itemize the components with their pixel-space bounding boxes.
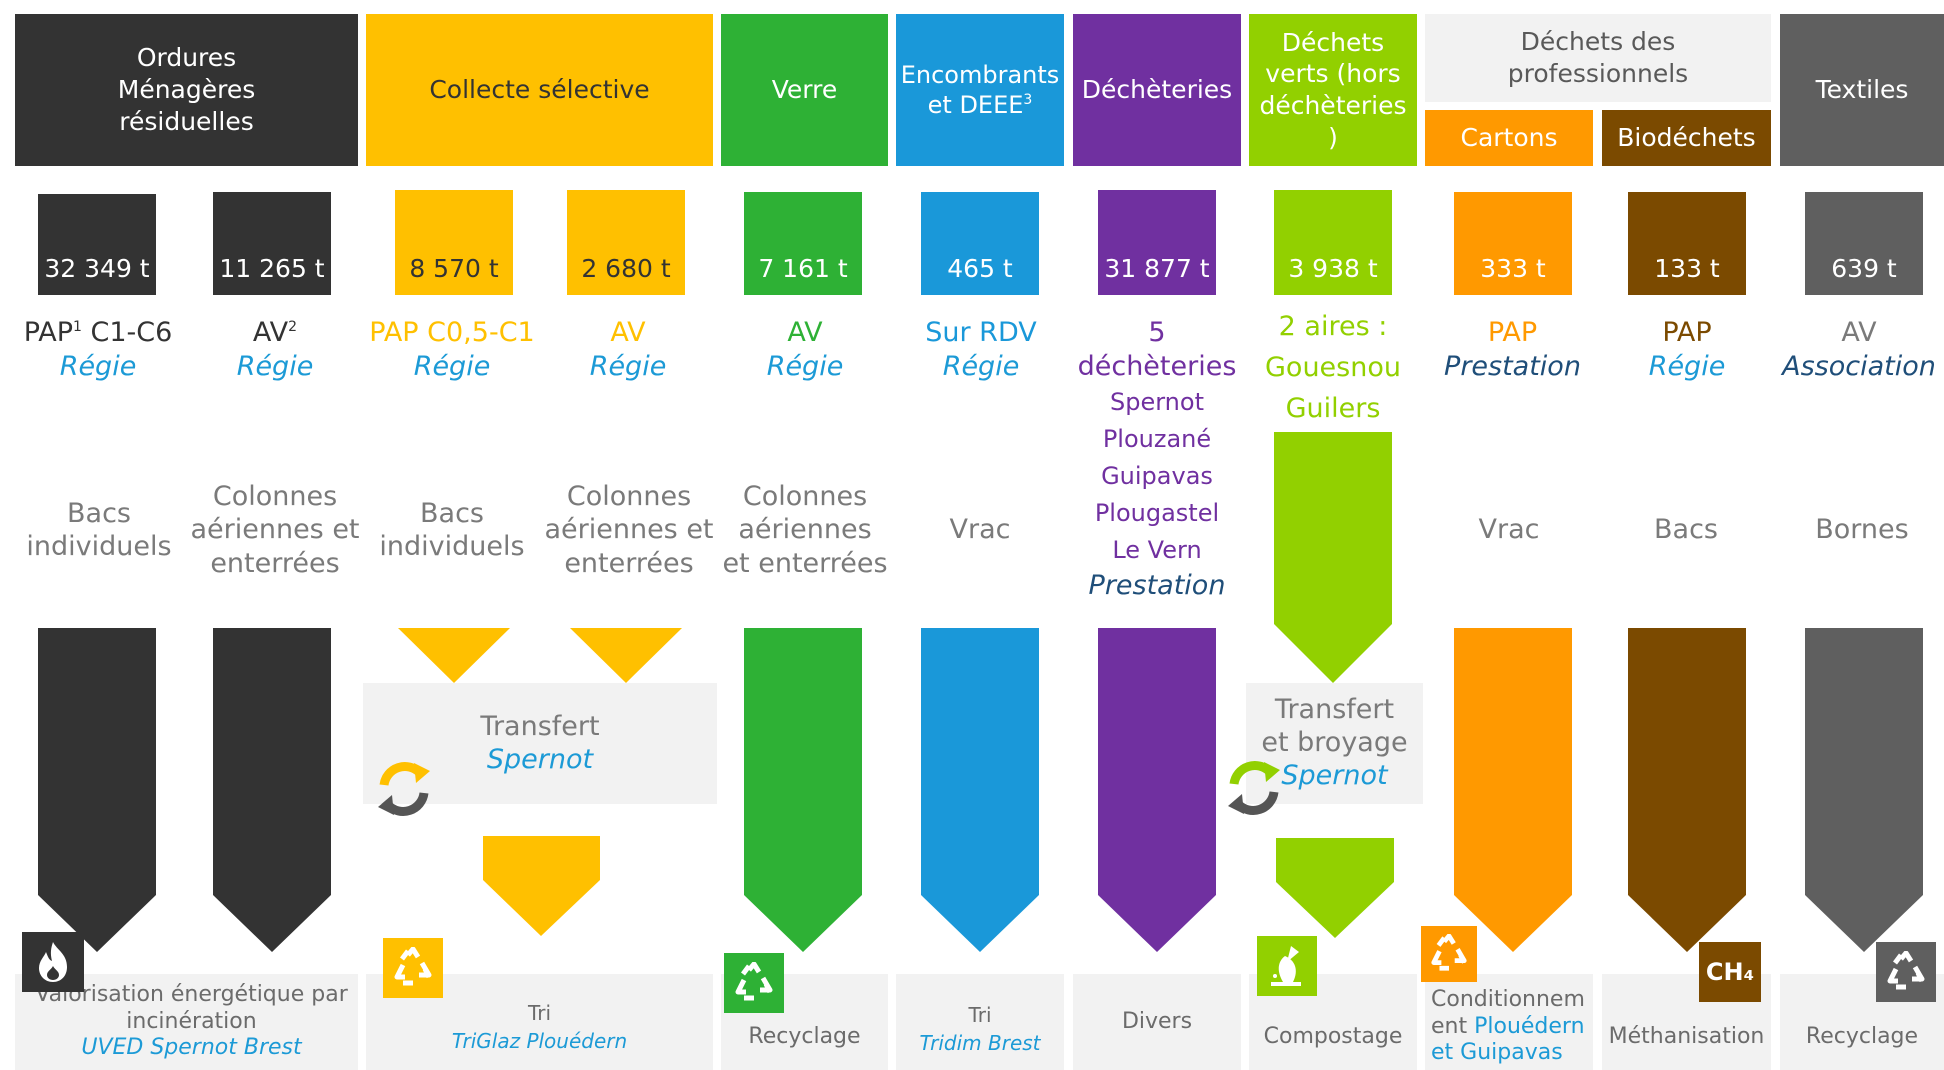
operator-textiles: Association	[1782, 350, 1936, 382]
arrow-decheteries	[1098, 628, 1216, 952]
container-biodechets: Bacs	[1654, 514, 1718, 546]
operator-cartons: Prestation	[1444, 350, 1581, 382]
header-cartons: Cartons	[1425, 110, 1593, 166]
destination-dechets-verts: Compostage	[1249, 974, 1417, 1070]
mode-cs-pap: PAP C0,5-C1 Régie	[362, 316, 542, 384]
header-collecte-label: Collecte sélective	[429, 75, 650, 105]
header-cartons-label: Cartons	[1460, 123, 1558, 153]
destination-omr: Valorisation énergétique par incinératio…	[15, 974, 358, 1070]
arrow-biodechets	[1628, 628, 1746, 952]
tonnage-cs-pap: 8 570 t	[395, 190, 513, 295]
arrow-verre	[744, 628, 862, 952]
tonnage-textiles: 639 t	[1805, 192, 1923, 295]
header-biodechets-label: Biodéchets	[1617, 123, 1756, 153]
header-biodechets: Biodéchets	[1602, 110, 1771, 166]
header-encombrants-label: Encombrants et DEEE	[900, 60, 1060, 119]
header-omr-label: Ordures Ménagères résiduelles	[117, 43, 256, 136]
ch4-label: CH₄	[1705, 958, 1755, 986]
transfer-dechets-verts: Transfert et broyage Spernot	[1246, 683, 1423, 804]
container-cs-pap: Bacs individuels	[379, 497, 525, 562]
tonnage-cs-av: 2 680 t	[567, 190, 685, 295]
container-verre: Colonnes aériennes et enterrées	[722, 480, 888, 579]
mode-textiles: AV Association	[1774, 316, 1944, 384]
arrow-textiles	[1805, 628, 1923, 952]
header-decheteries-label: Déchèteries	[1081, 75, 1233, 105]
destination-cartons: Conditionnem ent Plouédern et Guipavas	[1425, 974, 1593, 1070]
operator-cs-av: Régie	[589, 350, 667, 382]
container-encombrants: Vrac	[949, 514, 1011, 546]
recycle-icon	[383, 938, 443, 998]
tonnage-omr-pap: 32 349 t	[38, 194, 156, 295]
mode-dechets-verts: 2 aires : Gouesnou Guilers	[1265, 311, 1401, 424]
mode-omr-pap: PAP1 C1-C6 Régie	[8, 316, 188, 384]
compost-icon	[1257, 936, 1317, 996]
operator-omr-pap: Régie	[59, 350, 137, 382]
operator-omr-av: Régie	[236, 350, 314, 382]
header-omr: Ordures Ménagères résiduelles	[15, 14, 358, 166]
arrow-encombrants	[921, 628, 1039, 952]
recycle-icon	[1421, 926, 1477, 982]
arrow-cartons	[1454, 628, 1572, 952]
header-decheteries: Déchèteries	[1073, 14, 1241, 166]
site-le-vern: Le Vern	[1112, 535, 1202, 564]
container-cs-av: Colonnes aériennes et enterrées	[544, 480, 714, 579]
header-collecte-selective: Collecte sélective	[366, 14, 713, 166]
arrow-cs-av-top	[570, 628, 682, 683]
fire-icon	[22, 932, 84, 992]
mode-biodechets: PAP Régie	[1597, 316, 1777, 384]
ch4-badge: CH₄	[1699, 942, 1761, 1002]
destination-encombrants: Tri Tridim Brest	[896, 974, 1064, 1070]
recycle-icon	[1876, 942, 1936, 1002]
refresh-cycle-icon	[1222, 756, 1286, 820]
site-spernot: Spernot	[1110, 387, 1204, 416]
arrow-omr-av	[213, 628, 331, 952]
arrow-cs-pap-top	[398, 628, 510, 683]
operator-decheteries: Prestation	[1088, 569, 1226, 601]
arrow-omr-pap	[38, 628, 156, 952]
mode-encombrants: Sur RDV Régie	[891, 316, 1071, 384]
site-plougastel: Plougastel	[1094, 498, 1220, 527]
tonnage-encombrants: 465 t	[921, 192, 1039, 295]
tonnage-dechets-verts: 3 938 t	[1274, 190, 1392, 295]
header-encombrants: Encombrants et DEEE3	[896, 14, 1064, 166]
arrow-cs-bottom	[483, 836, 600, 936]
footnote-3: 3	[1023, 92, 1033, 108]
arrow-dechets-verts-bottom	[1276, 838, 1394, 938]
operator-encombrants: Régie	[942, 350, 1020, 382]
mode-omr-av: AV2 Régie	[185, 316, 365, 384]
tonnage-verre: 7 161 t	[744, 192, 862, 295]
refresh-cycle-icon	[372, 757, 436, 821]
mode-decheteries: 5 déchèteries Spernot Plouzané Guipavas …	[1062, 316, 1252, 602]
recycle-icon	[724, 953, 784, 1013]
site-plouzane: Plouzané	[1102, 424, 1212, 453]
mode-cs-av: AV Régie	[538, 316, 718, 384]
mode-verre: AV Régie	[715, 316, 895, 384]
header-professionnels-label: Déchets des professionnels	[1507, 27, 1689, 88]
header-textiles: Textiles	[1780, 14, 1944, 166]
tonnage-cartons: 333 t	[1454, 192, 1572, 295]
mode-cartons: PAP Prestation	[1420, 316, 1605, 384]
destination-decheteries: Divers	[1073, 974, 1241, 1070]
operator-cs-pap: Régie	[413, 350, 491, 382]
arrow-dechets-verts-top	[1274, 432, 1392, 683]
tonnage-biodechets: 133 t	[1628, 192, 1746, 295]
transfer-collecte-selective: Transfert Spernot	[363, 683, 717, 804]
container-omr-pap: Bacs individuels	[26, 497, 172, 562]
header-dechets-verts-label: Déchets verts (hors déchèteries )	[1259, 27, 1407, 152]
header-verre: Verre	[721, 14, 888, 166]
header-professionnels: Déchets des professionnels	[1425, 14, 1771, 102]
operator-verre: Régie	[766, 350, 844, 382]
tonnage-omr-av: 11 265 t	[213, 192, 331, 295]
header-dechets-verts: Déchets verts (hors déchèteries )	[1249, 14, 1417, 166]
container-textiles: Bornes	[1815, 514, 1909, 546]
tonnage-decheteries: 31 877 t	[1098, 190, 1216, 295]
header-verre-label: Verre	[771, 75, 838, 105]
container-omr-av: Colonnes aériennes et enterrées	[190, 480, 360, 579]
container-cartons: Vrac	[1478, 514, 1540, 546]
site-guipavas: Guipavas	[1101, 461, 1213, 490]
header-textiles-label: Textiles	[1815, 75, 1909, 105]
operator-biodechets: Régie	[1648, 350, 1726, 382]
